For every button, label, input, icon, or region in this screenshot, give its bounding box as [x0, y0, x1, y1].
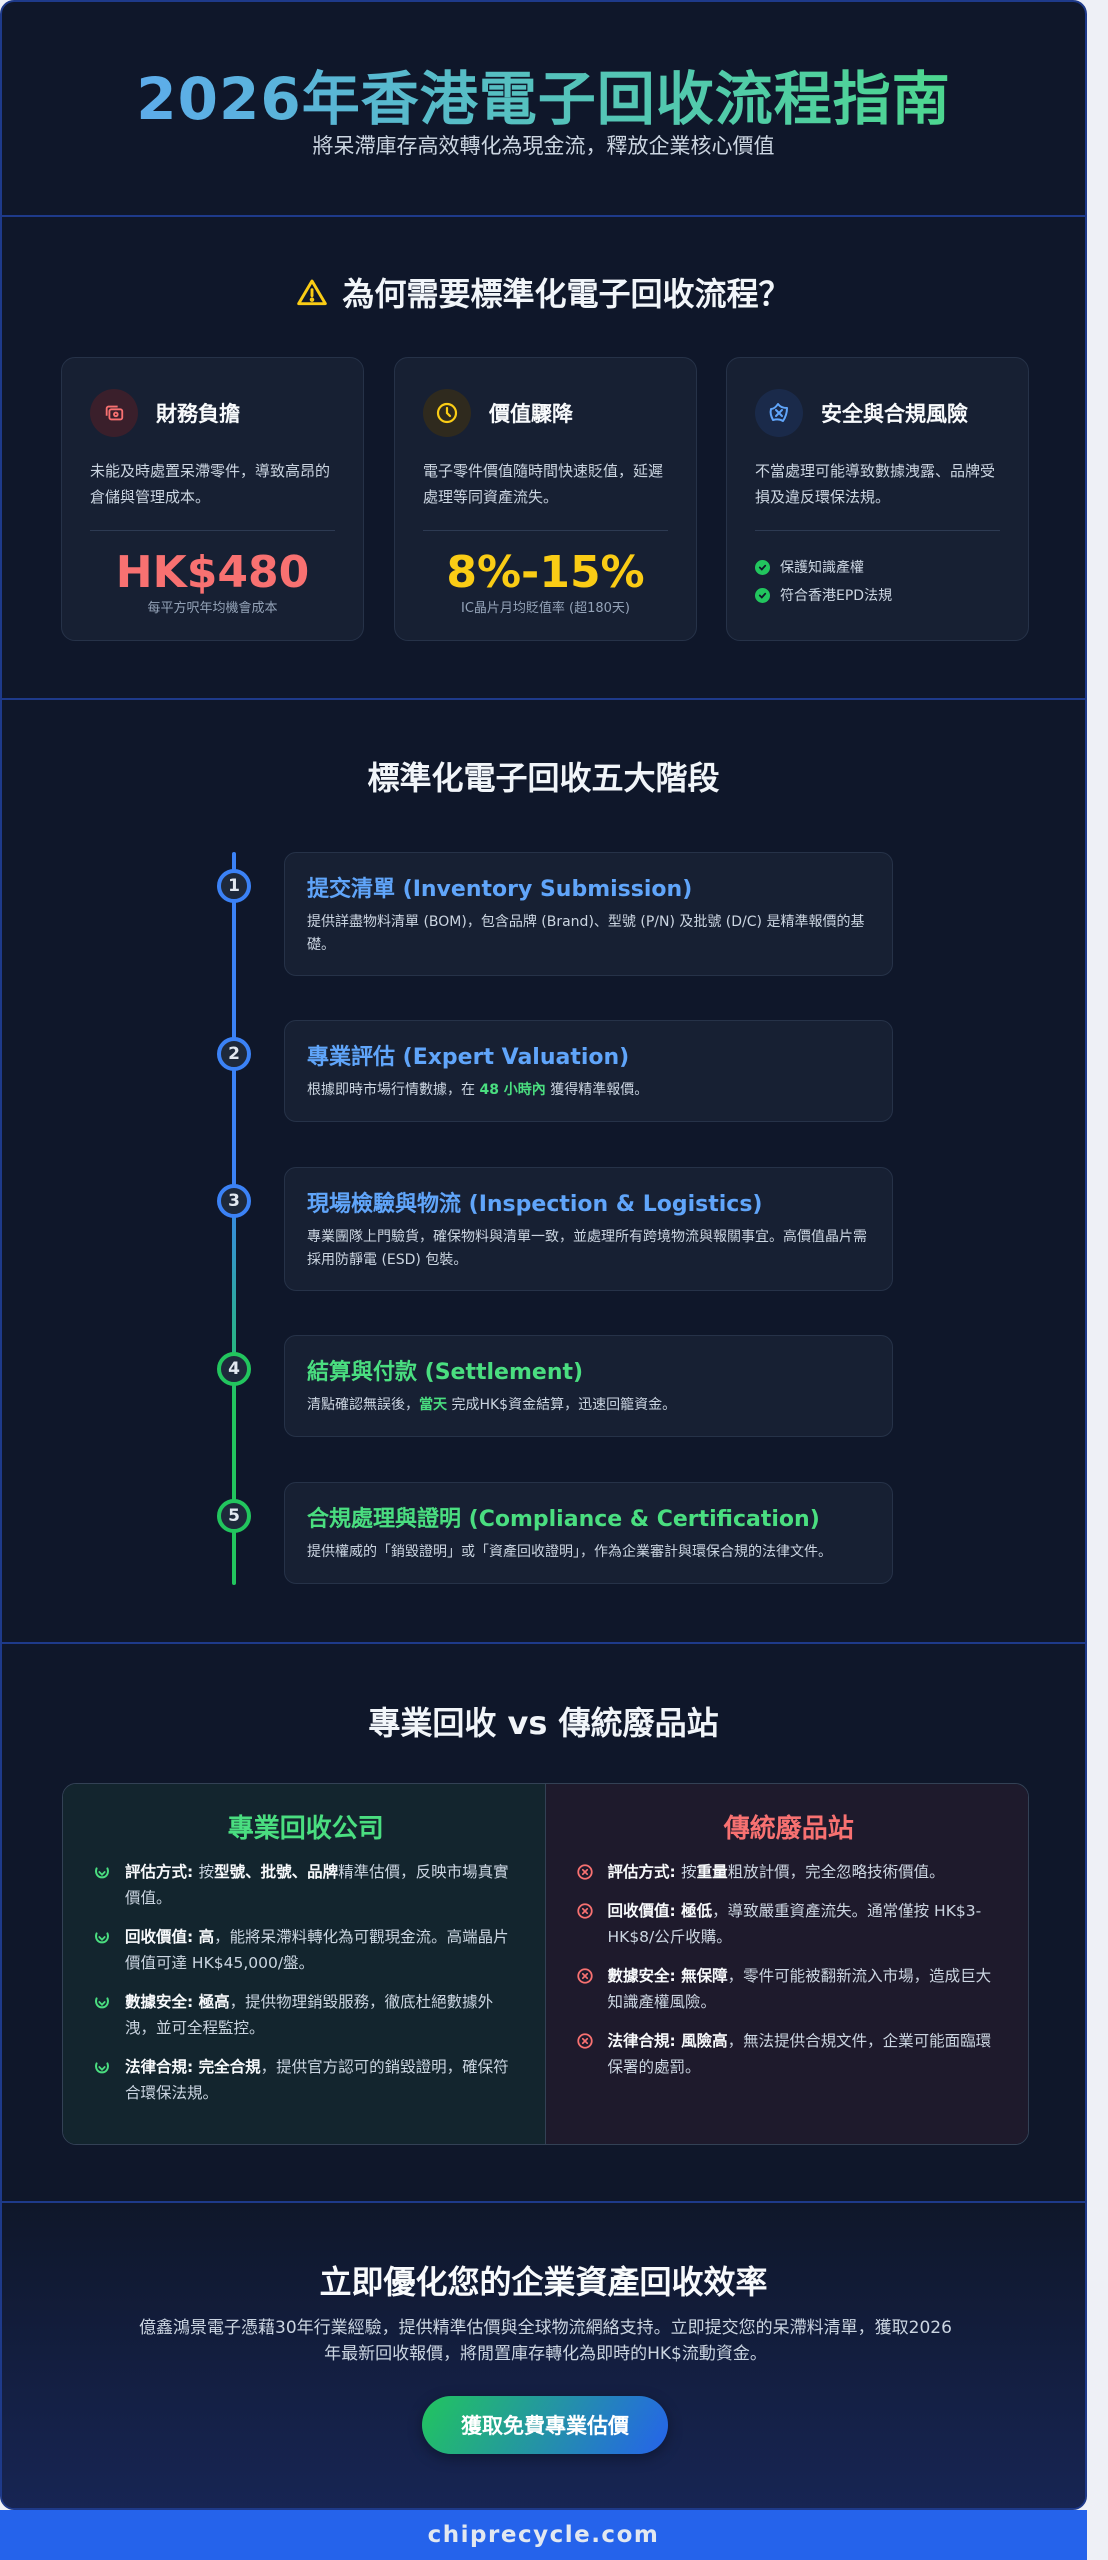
- comparison-item: 評估方式: 按重量粗放計價，完全忽略技術價值。: [576, 1859, 1003, 1885]
- warning-icon: [297, 279, 328, 306]
- card-divider: [755, 530, 1000, 531]
- section-divider: [2, 2201, 1085, 2203]
- why-card-depreciation: 價值驟降 電子零件價值隨時間快速貶值，延遲處理等同資產流失。 8%-15% IC…: [394, 357, 697, 641]
- shield-check-icon: [755, 389, 803, 437]
- stat-value: HK$480: [115, 547, 310, 598]
- why-section: 為何需要標準化電子回收流程？ 財務負擔 未能及時處置呆滯零件，導致高昂的倉儲與管…: [2, 219, 1085, 699]
- why-title: 為何需要標準化電子回收流程？: [2, 269, 1085, 315]
- cta-description: 億鑫鴻景電子憑藉30年行業經驗，提供精準估價與全球物流網絡支持。立即提交您的呆滯…: [139, 2318, 952, 2364]
- step-card: 結算與付款 (Settlement) 清點確認無誤後，當天 完成HK$資金結算，…: [284, 1335, 893, 1437]
- why-card-compliance: 安全與合規風險 不當處理可能導致數據洩露、品牌受損及違反環保法規。 保護知識產權…: [726, 357, 1029, 641]
- card-description: 未能及時處置呆滯零件，導致高昂的倉儲與管理成本。: [90, 462, 331, 506]
- stat-label: 每平方呎年均機會成本: [147, 601, 278, 616]
- highlight-text: 48 小時內: [479, 1082, 546, 1098]
- step-number-badge: 1: [217, 869, 251, 903]
- step-title: 合規處理與證明 (Compliance & Certification): [307, 1507, 820, 1532]
- step-number-badge: 3: [217, 1184, 251, 1218]
- comparison-item: 法律合規: 完全合規，提供官方認可的銷毀證明，確保符合環保法規。: [93, 2054, 519, 2106]
- step-title: 結算與付款 (Settlement): [307, 1360, 584, 1385]
- cta-section: 立即優化您的企業資產回收效率 億鑫鴻景電子憑藉30年行業經驗，提供精準估價與全球…: [2, 2203, 1085, 2508]
- step-card: 專業評估 (Expert Valuation) 根據即時市場行情數據，在 48 …: [284, 1020, 893, 1122]
- check-circle-icon: [755, 559, 770, 575]
- check-icon: [95, 1867, 109, 1879]
- stat-value: 8%-15%: [446, 547, 645, 598]
- pro-item-list: 評估方式: 按型號、批號、品牌精準估價，反映市場真實價值。回收價值: 高，能將呆…: [93, 1859, 519, 2106]
- card-title: 安全與合規風險: [821, 402, 968, 426]
- step-card: 現場檢驗與物流 (Inspection & Logistics) 專業團隊上門驗…: [284, 1167, 893, 1291]
- step-description: 專業團隊上門驗貨，確保物料與清單一致，並處理所有跨境物流與報關事宜。高價值晶片需…: [307, 1229, 867, 1268]
- comparison-item: 回收價值: 高，能將呆滯料轉化為可觀現金流。高端晶片價值可達 HK$45,000…: [93, 1924, 519, 1976]
- why-card-financial: 財務負擔 未能及時處置呆滯零件，導致高昂的倉儲與管理成本。 HK$480 每平方…: [61, 357, 364, 641]
- infographic-page: 2026年香港電子回收流程指南 將呆滯庫存高效轉化為現金流，釋放企業核心價值 為…: [0, 0, 1087, 2510]
- timeline-title: 標準化電子回收五大階段: [367, 759, 720, 797]
- footer-domain[interactable]: chiprecycle.com: [0, 2510, 1087, 2560]
- step-number-badge: 5: [217, 1499, 251, 1533]
- comparison-item: 法律合規: 風險高，無法提供合規文件，企業可能面臨環保署的處罰。: [576, 2028, 1003, 2080]
- x-circle-icon: [576, 1864, 593, 1880]
- step-card: 合規處理與證明 (Compliance & Certification) 提供權…: [284, 1482, 893, 1584]
- timeline-section: 標準化電子回收五大階段 1 提交清單 (Inventory Submission…: [2, 699, 1085, 1643]
- card-divider: [423, 530, 668, 531]
- column-title: 傳統廢品站: [723, 1814, 854, 1844]
- step-description: 提供詳盡物料清單 (BOM)，包含品牌 (Brand)、型號 (P/N) 及批號…: [307, 914, 865, 953]
- section-divider: [2, 215, 1085, 217]
- get-free-quote-button[interactable]: 獲取免費專業估價: [422, 2396, 668, 2454]
- card-title: 財務負擔: [156, 402, 240, 426]
- section-divider: [2, 698, 1085, 700]
- comparison-item: 數據安全: 無保障，零件可能被翻新流入市場，造成巨大知識產權風險。: [576, 1963, 1003, 2015]
- step-description: 提供權威的「銷毀證明」或「資產回收證明」，作為企業審計與環保合規的法律文件。: [307, 1544, 832, 1560]
- money-icon: [90, 389, 138, 437]
- checklist-item: 符合香港EPD法規: [755, 581, 1000, 609]
- comparison-table: 專業回收公司 評估方式: 按型號、批號、品牌精準估價，反映市場真實價值。回收價值…: [62, 1783, 1029, 2145]
- step-card: 提交清單 (Inventory Submission) 提供詳盡物料清單 (BO…: [284, 852, 893, 976]
- clock-icon: [423, 389, 471, 437]
- highlight-text: 當天: [419, 1397, 447, 1413]
- comparison-title: 專業回收 vs 傳統廢品站: [368, 1704, 719, 1742]
- page-title: 2026年香港電子回收流程指南: [2, 52, 1085, 136]
- card-title: 價值驟降: [489, 402, 573, 426]
- x-circle-icon: [576, 1903, 593, 1919]
- step-title: 現場檢驗與物流 (Inspection & Logistics): [307, 1192, 763, 1217]
- card-description: 電子零件價值隨時間快速貶值，延遲處理等同資產流失。: [423, 462, 664, 506]
- header: 2026年香港電子回收流程指南 將呆滯庫存高效轉化為現金流，釋放企業核心價值: [2, 2, 1085, 217]
- step-number-badge: 2: [217, 1037, 251, 1071]
- check-icon: [95, 2062, 109, 2074]
- step-description: 清點確認無誤後，當天 完成HK$資金結算，迅速回籠資金。: [307, 1397, 677, 1413]
- card-divider: [90, 530, 335, 531]
- step-number-badge: 4: [217, 1352, 251, 1386]
- comparison-section: 專業回收 vs 傳統廢品站 專業回收公司 評估方式: 按型號、批號、品牌精準估價…: [2, 1643, 1085, 2201]
- step-title: 提交清單 (Inventory Submission): [307, 877, 693, 902]
- column-title: 專業回收公司: [227, 1814, 384, 1844]
- trad-item-list: 評估方式: 按重量粗放計價，完全忽略技術價值。回收價值: 極低，導致嚴重資產流失…: [576, 1859, 1003, 2080]
- page-subtitle: 將呆滯庫存高效轉化為現金流，釋放企業核心價值: [312, 134, 775, 158]
- check-circle-icon: [755, 587, 770, 603]
- check-icon: [95, 1932, 109, 1944]
- x-circle-icon: [576, 2033, 593, 2049]
- comparison-item: 數據安全: 極高，提供物理銷毀服務，徹底杜絕數據外洩，並可全程監控。: [93, 1989, 519, 2041]
- professional-recycler-column: 專業回收公司 評估方式: 按型號、批號、品牌精準估價，反映市場真實價值。回收價值…: [63, 1784, 546, 2144]
- compliance-checklist: 保護知識產權 符合香港EPD法規: [755, 553, 1000, 609]
- comparison-item: 評估方式: 按型號、批號、品牌精準估價，反映市場真實價值。: [93, 1859, 519, 1911]
- cta-title: 立即優化您的企業資產回收效率: [319, 2263, 768, 2301]
- checklist-item: 保護知識產權: [755, 553, 1000, 581]
- card-description: 不當處理可能導致數據洩露、品牌受損及違反環保法規。: [755, 462, 996, 506]
- section-divider: [2, 1642, 1085, 1644]
- step-description: 根據即時市場行情數據，在 48 小時內 獲得精準報價。: [307, 1082, 649, 1098]
- x-circle-icon: [576, 1968, 593, 1984]
- step-title: 專業評估 (Expert Valuation): [307, 1045, 630, 1070]
- check-icon: [95, 1997, 109, 2009]
- stat-label: IC晶片月均貶值率 (超180天): [460, 601, 630, 616]
- comparison-item: 回收價值: 極低，導致嚴重資產流失。通常僅按 HK$3-HK$8/公斤收購。: [576, 1898, 1003, 1950]
- timeline-line: [232, 852, 236, 1585]
- traditional-scrapyard-column: 傳統廢品站 評估方式: 按重量粗放計價，完全忽略技術價值。回收價值: 極低，導致…: [545, 1784, 1028, 2144]
